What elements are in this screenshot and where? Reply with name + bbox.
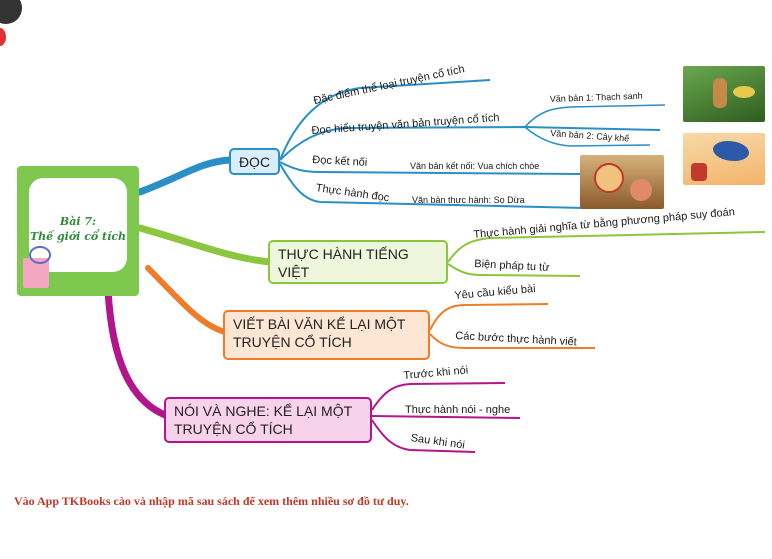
label-thuc-hanh-noi: Thực hành nói - nghe bbox=[405, 404, 511, 416]
line-doc-hieu bbox=[279, 125, 661, 161]
center-topic-title: Bài 7: Thế giới cổ tích bbox=[29, 214, 127, 244]
center-topic-line1: Bài 7: bbox=[59, 215, 97, 228]
footer-note: Vào App TKBooks cào và nhập mã sau sách … bbox=[14, 494, 409, 508]
line-cac-buoc bbox=[429, 333, 595, 349]
corner-decoration bbox=[0, 0, 22, 24]
node-viet[interactable]: VIẾT BÀI VĂN KỂ LẠI MỘT TRUYỆN CỔ TÍCH bbox=[223, 310, 430, 360]
branch-tieng-viet bbox=[136, 224, 274, 266]
branch-viet bbox=[145, 265, 228, 335]
label-vb-ket-noi: Văn bản kết nối: Vua chích chòe bbox=[410, 161, 540, 171]
line-sau bbox=[371, 419, 476, 453]
line-doc-ket-noi bbox=[279, 161, 581, 175]
node-doc-label: ĐỌC bbox=[238, 154, 271, 170]
label-vb-thuc-hanh: Văn bản thực hành: Sọ Dừa bbox=[412, 195, 525, 205]
branch-noi-nghe bbox=[104, 286, 169, 419]
center-topic-inner: Bài 7: Thế giới cổ tích bbox=[29, 178, 127, 272]
bow-icon bbox=[29, 246, 51, 264]
line-bien-phap bbox=[447, 263, 581, 277]
corner-decoration-red bbox=[0, 28, 6, 46]
line-giai-nghia bbox=[447, 231, 766, 263]
line-thuc-hanh-noi bbox=[371, 415, 521, 419]
vua-chich-choe-illustration bbox=[580, 155, 664, 209]
center-topic-card: Bài 7: Thế giới cổ tích bbox=[17, 166, 139, 296]
node-tieng-viet-label: THỰC HÀNH TIẾNG VIỆT bbox=[278, 246, 409, 280]
line-truoc bbox=[371, 382, 506, 411]
node-doc[interactable]: ĐỌC bbox=[229, 148, 280, 175]
thach-sanh-illustration bbox=[683, 66, 765, 122]
cay-khe-illustration bbox=[683, 133, 765, 185]
line-vb1 bbox=[524, 104, 666, 128]
branch-doc bbox=[136, 156, 234, 196]
line-yeu-cau bbox=[429, 303, 549, 331]
node-noi-nghe-label: NÓI VÀ NGHE: KỂ LẠI MỘT TRUYỆN CỔ TÍCH bbox=[174, 403, 352, 437]
node-noi-nghe[interactable]: NÓI VÀ NGHE: KỂ LẠI MỘT TRUYỆN CỔ TÍCH bbox=[164, 397, 372, 443]
line-thuc-hanh-doc bbox=[279, 163, 586, 209]
center-topic-line2: Thế giới cổ tích bbox=[29, 230, 127, 243]
node-tieng-viet[interactable]: THỰC HÀNH TIẾNG VIỆT bbox=[268, 240, 448, 284]
line-vb2 bbox=[524, 126, 651, 147]
node-viet-label: VIẾT BÀI VĂN KỂ LẠI MỘT TRUYỆN CỔ TÍCH bbox=[233, 316, 406, 350]
line-dac-diem bbox=[279, 79, 491, 161]
